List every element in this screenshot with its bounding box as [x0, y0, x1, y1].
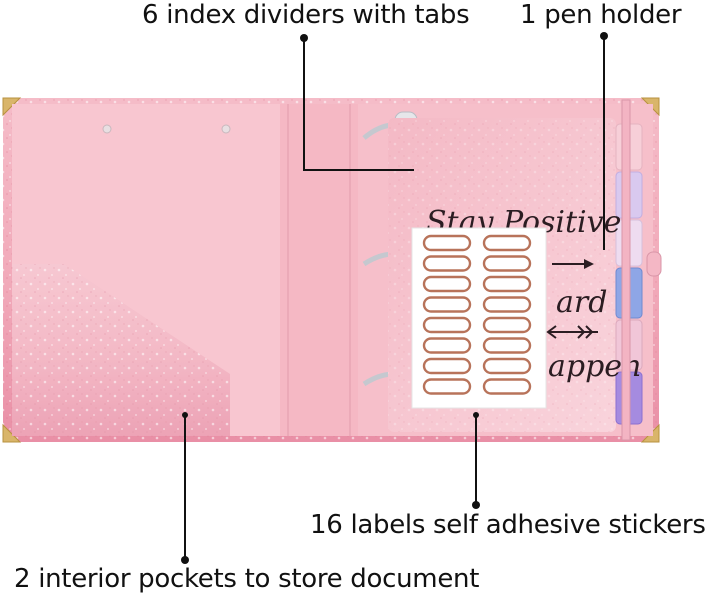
- sticker-label: [482, 296, 532, 313]
- sticker-label: [482, 378, 532, 395]
- snap-hole: [102, 124, 112, 134]
- spine: [280, 104, 358, 436]
- sticker-label: [482, 275, 532, 293]
- quote-line-2: ard: [556, 285, 607, 320]
- sticker-label: [482, 255, 532, 272]
- sticker-label: [482, 234, 532, 252]
- callout-dividers: 6 index dividers with tabs: [142, 0, 470, 30]
- sticker-label: [482, 316, 532, 334]
- interior-pocket: [12, 264, 230, 436]
- callout-leaders: [184, 36, 605, 560]
- sticker-label: [422, 296, 472, 313]
- pen-holder: [621, 99, 662, 441]
- sticker-label: [422, 255, 472, 272]
- callout-pockets: 2 interior pockets to store document: [14, 564, 480, 594]
- sticker-label: [482, 337, 532, 354]
- callout-pen-holder: 1 pen holder: [520, 0, 682, 30]
- gold-corners: [2, 97, 660, 443]
- sticker-labels: [422, 234, 532, 395]
- sticker-label: [422, 234, 472, 252]
- sticker-label: [422, 378, 472, 395]
- arrow-feather-icon: [546, 325, 598, 339]
- callout-dots: [181, 32, 608, 564]
- sticker-label: [422, 316, 472, 334]
- sticker-label: [422, 357, 472, 375]
- callout-stickers: 16 labels self adhesive stickers: [310, 510, 706, 540]
- sticker-label: [422, 337, 472, 354]
- binder-illustration: Stay Positive ard appen: [2, 32, 662, 564]
- sticker-label: [482, 357, 532, 375]
- sticker-label: [422, 275, 472, 293]
- snap-hole: [221, 124, 231, 134]
